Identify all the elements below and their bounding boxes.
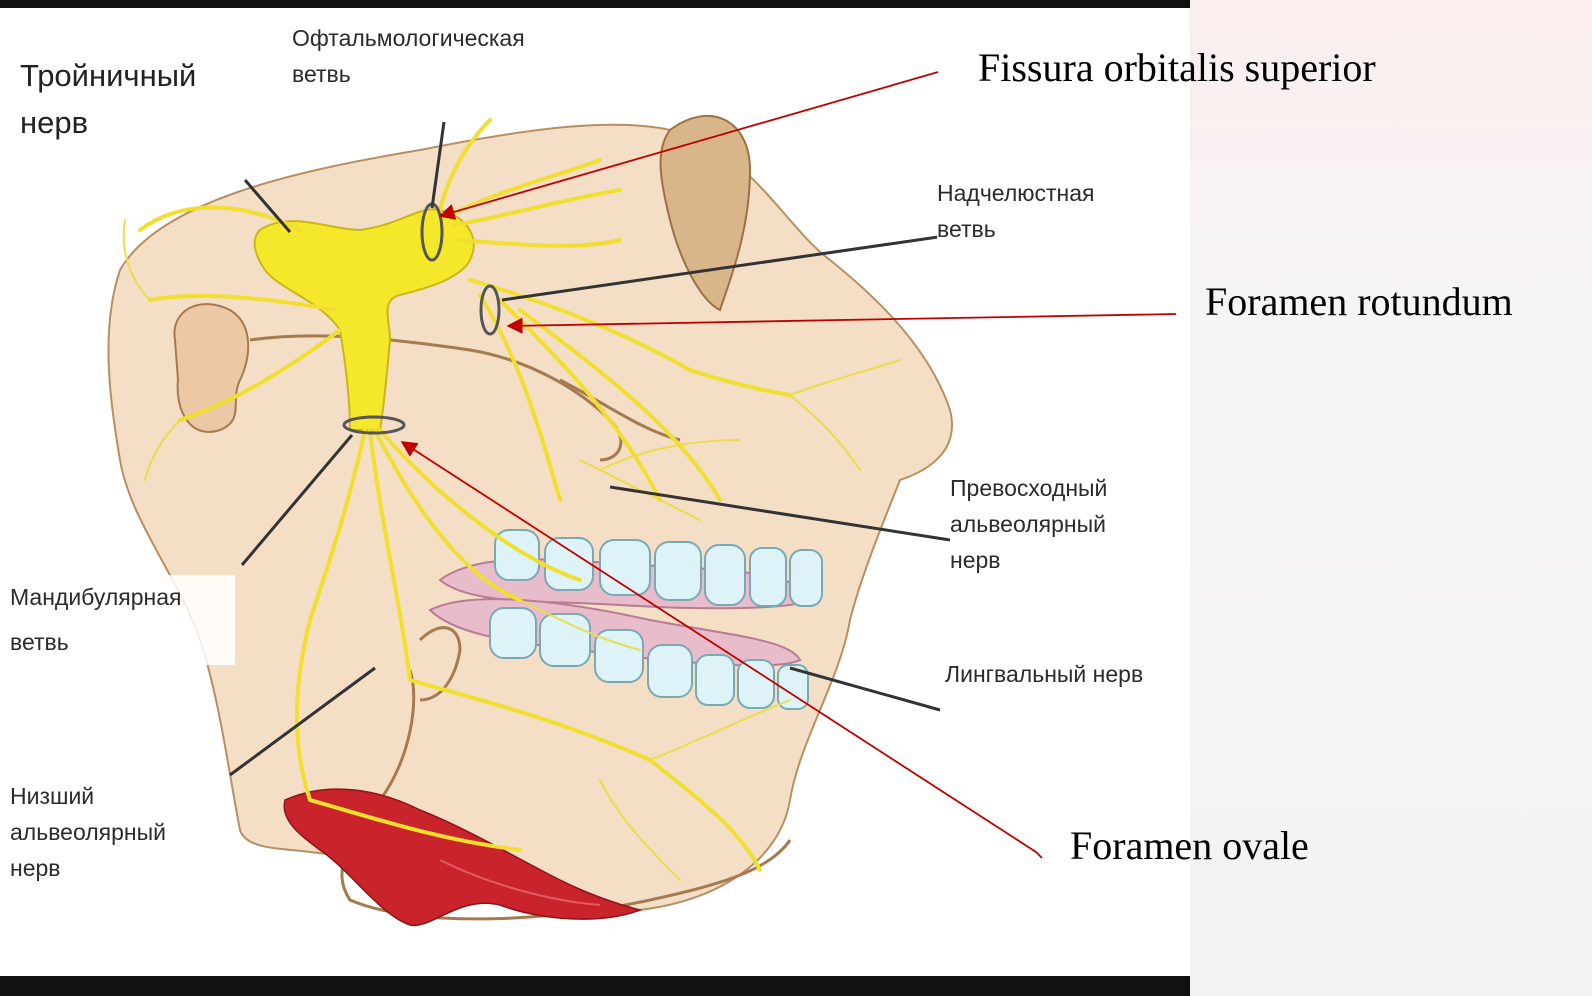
label-foramen-ovale: Foramen ovale [1070, 822, 1309, 870]
label-inferior-alveolar: Низший альвеолярный нерв [10, 778, 220, 886]
label-lingual: Лингвальный нерв [945, 656, 1190, 692]
label-maxillary: Надчелюстная ветвь [937, 175, 1157, 247]
label-superior-alveolar: Превосходный альвеолярный нерв [950, 470, 1170, 578]
label-trigeminal: Тройничный нерв [20, 52, 260, 146]
label-fissura-orbitalis: Fissura orbitalis superior [978, 44, 1376, 92]
label-mandibular: Мандибулярная ветвь [10, 575, 235, 665]
top-bar [0, 0, 1190, 8]
bottom-bar [0, 976, 1190, 996]
label-foramen-rotundum: Foramen rotundum [1205, 278, 1513, 326]
skull-shape [108, 125, 952, 913]
label-ophthalmic: Офтальмологическая ветвь [292, 20, 592, 92]
